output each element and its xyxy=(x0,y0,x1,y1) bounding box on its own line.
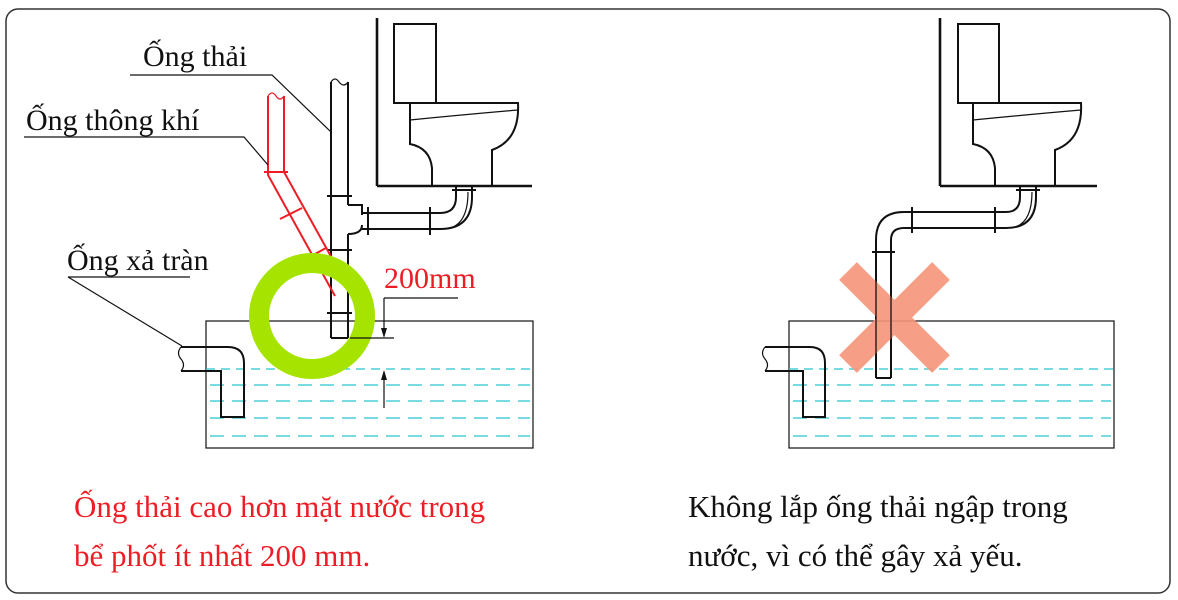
toilet-left xyxy=(375,18,532,188)
drain-pipe-left xyxy=(327,78,476,338)
overflow-pipe-right xyxy=(761,346,826,418)
wrong-cross-icon xyxy=(839,262,950,373)
drain-pipe-end-left xyxy=(330,313,349,339)
drain-pipe-right xyxy=(872,186,1040,379)
overflow-pipe-left xyxy=(177,346,245,418)
drain-pipe-label: Ống thải xyxy=(143,39,247,73)
incorrect-caption-line-2: nước, vì có thể gây xả yếu. xyxy=(688,538,1022,573)
correct-caption-line-2: bể phốt ít nhất 200 mm. xyxy=(74,538,370,573)
incorrect-caption-line-1: Không lắp ống thải ngập trong xyxy=(688,489,1068,524)
incorrect-installation-diagram xyxy=(761,18,1115,449)
toilet-right xyxy=(938,18,1097,188)
septic-tank-right xyxy=(788,320,1115,449)
correct-installation-diagram: Ống thải Ống thông khí Ống xả tràn 200mm xyxy=(24,18,534,449)
highlight-ring xyxy=(249,253,375,379)
leader-lines-left xyxy=(24,74,332,347)
overflow-pipe-label: Ống xả tràn xyxy=(67,243,209,277)
dimension-200mm xyxy=(350,297,458,408)
vent-pipe-label: Ống thông khí xyxy=(26,103,200,137)
distance-label: 200mm xyxy=(384,262,476,295)
correct-caption-line-1: Ống thải cao hơn mặt nước trong xyxy=(74,488,485,524)
diagram-frame xyxy=(5,8,1171,594)
